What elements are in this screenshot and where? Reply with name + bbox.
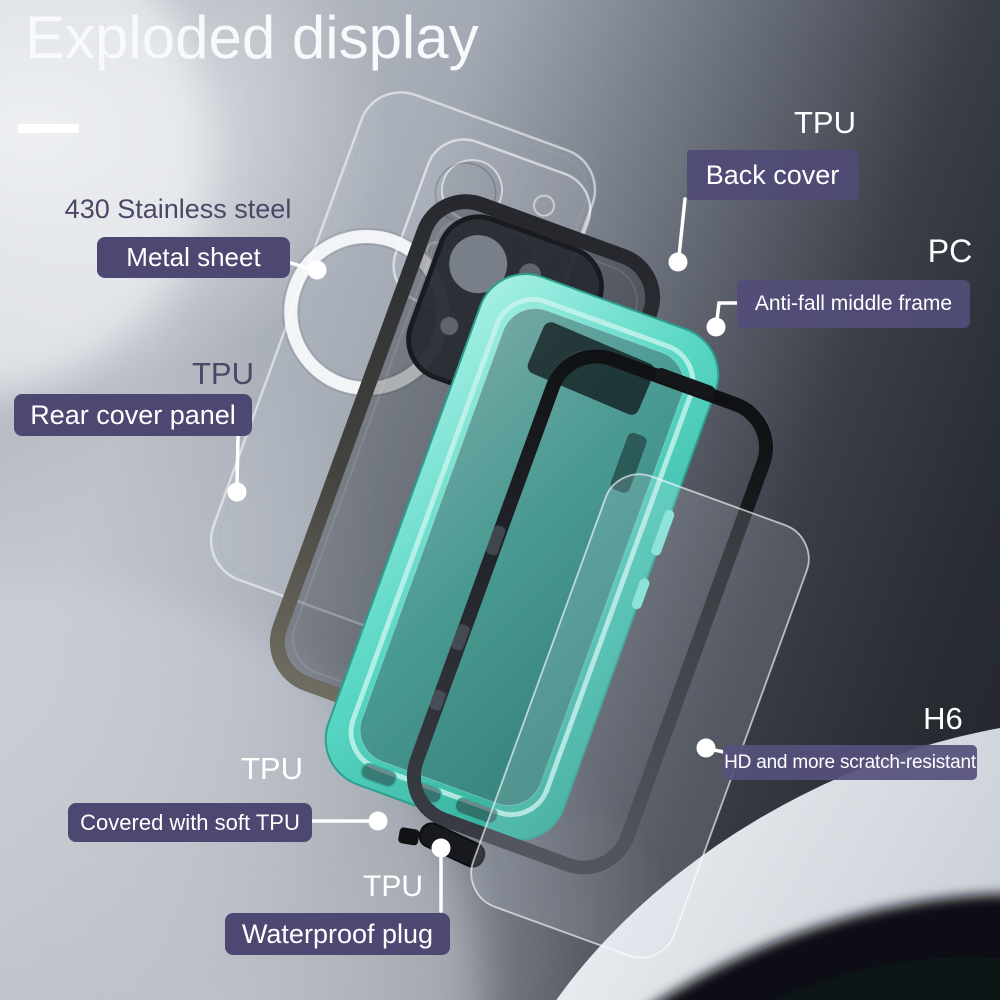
material-label-waterproof-plug: TPU <box>363 870 423 903</box>
part-badge-rear-panel: Rear cover panel <box>14 394 252 436</box>
part-badge-metal-sheet: Metal sheet <box>97 237 290 278</box>
connector-metal-sheet <box>289 261 312 271</box>
part-badge-waterproof-plug: Waterproof plug <box>225 913 450 955</box>
waterproof-plug-part <box>398 822 486 868</box>
part-badge-soft-tpu: Covered with soft TPU <box>68 803 312 842</box>
material-label-rear-panel: TPU <box>192 356 254 391</box>
connector-rear-panel <box>235 435 240 487</box>
frame-tab <box>654 367 715 400</box>
connector-dot-screen-protector <box>696 738 716 758</box>
side-buttons <box>631 509 675 610</box>
title-underline-dash <box>18 124 79 133</box>
connectors <box>227 197 739 913</box>
front-frame-part <box>406 348 774 876</box>
part-badge-screen-protector: HD and more scratch-resistant <box>723 745 977 780</box>
connector-dot-metal-sheet <box>307 260 327 280</box>
material-label-middle-frame: PC <box>927 233 973 269</box>
connector-dot-back-cover <box>668 252 688 272</box>
inner-shadow-piece <box>527 322 655 415</box>
charger-disc <box>466 718 1000 1000</box>
material-label-soft-tpu: TPU <box>241 751 303 786</box>
connector-dot-middle-frame <box>706 317 726 337</box>
soft-highlight-blob <box>0 0 210 397</box>
frame-port-slots <box>429 525 506 711</box>
connector-back-cover <box>677 197 687 258</box>
part-badge-back-cover: Back cover <box>687 150 858 200</box>
connector-dot-soft-tpu <box>368 811 388 831</box>
material-label-back-cover: TPU <box>794 105 856 140</box>
connector-dot-rear-panel <box>227 482 247 502</box>
material-label-metal-sheet: 430 Stainless steel <box>64 194 292 224</box>
material-label-screen-protector: H6 <box>923 701 963 736</box>
page-title: Exploded display <box>25 4 479 71</box>
connector-dot-waterproof-plug <box>431 838 451 858</box>
connector-middle-frame <box>715 301 739 322</box>
soft-light-circle <box>0 585 480 1000</box>
inner-shadow-strip <box>610 432 647 493</box>
part-badge-middle-frame: Anti-fall middle frame <box>737 280 970 328</box>
